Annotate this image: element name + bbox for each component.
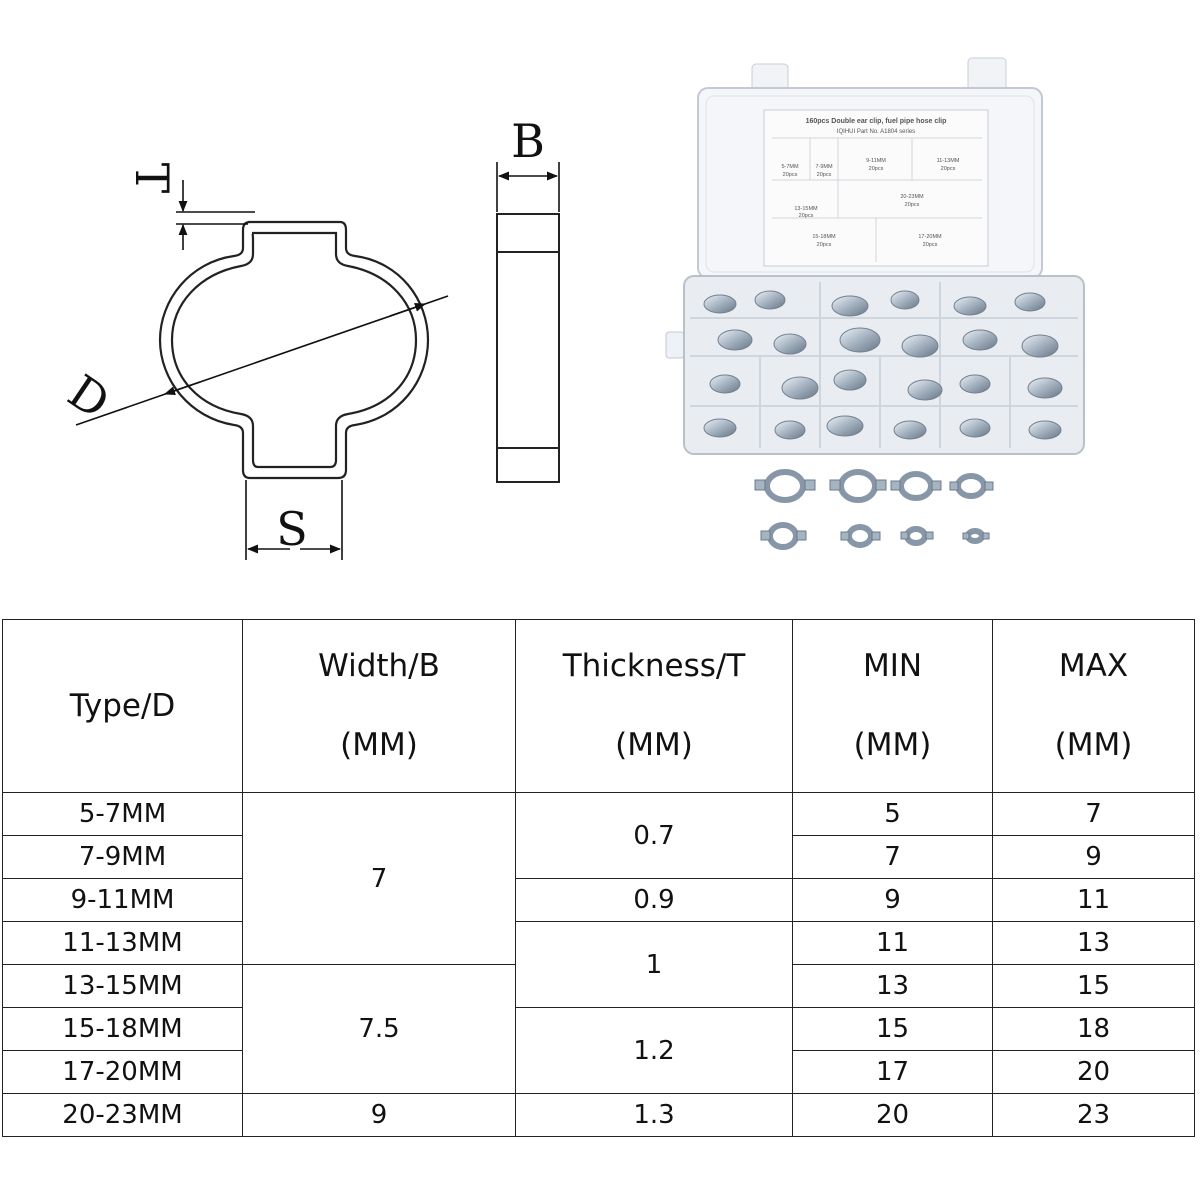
cell-min: 9: [792, 878, 993, 922]
cell-max: 9: [992, 835, 1195, 879]
cell-max: 23: [992, 1093, 1195, 1137]
header-type: Type/D: [2, 619, 243, 793]
box-label-title: 160pcs Double ear clip, fuel pipe hose c…: [806, 118, 947, 125]
header-thickness: Thickness/T(MM): [515, 619, 793, 793]
cell-type: 13-15MM: [2, 964, 243, 1008]
clamp-outline: [158, 220, 430, 480]
cell-min: 13: [792, 964, 993, 1008]
cell-min: 11: [792, 921, 993, 965]
thickness-label: T: [125, 163, 179, 194]
width-dimension: [496, 162, 560, 212]
cell-thickness: 0.9: [515, 878, 793, 922]
cell-max: 15: [992, 964, 1195, 1008]
header-width: Width/B(MM): [242, 619, 516, 793]
table-row: 20-23MM 9 1.3 20 23: [2, 1093, 1195, 1137]
box-compartment-qty: 20pcs: [923, 242, 938, 248]
clamp-side-view: [496, 213, 560, 483]
cell-min: 5: [792, 792, 993, 836]
cell-max: 7: [992, 792, 1195, 836]
table-row: 7-9MM 7 9: [2, 835, 1195, 879]
table-row: 17-20MM 17 20: [2, 1050, 1195, 1094]
box-compartment-qty: 20pcs: [941, 166, 956, 172]
cell-thickness: 1.2: [515, 1007, 793, 1094]
diameter-label: D: [59, 364, 120, 429]
box-compartment-qty: 20pcs: [905, 202, 920, 208]
width-label: B: [511, 114, 545, 168]
cell-thickness: 0.7: [515, 792, 793, 879]
box-compartment-qty: 20pcs: [783, 172, 798, 178]
table-header-row: Type/D Width/B(MM) Thickness/T(MM) MIN(M…: [2, 619, 1195, 793]
thickness-dimension: [176, 180, 255, 250]
cell-thickness: 1.3: [515, 1093, 793, 1137]
cell-width: 7: [242, 792, 516, 965]
diameter-dimension: [75, 295, 449, 426]
box-compartment-qty: 20pcs: [869, 166, 884, 172]
box-compartment-size: 17-20MM: [918, 234, 942, 240]
cell-type: 17-20MM: [2, 1050, 243, 1094]
cell-min: 20: [792, 1093, 993, 1137]
cell-type: 9-11MM: [2, 878, 243, 922]
table-row: 13-15MM 7.5 13 15: [2, 964, 1195, 1094]
size-spec-table: Type/D Width/B(MM) Thickness/T(MM) MIN(M…: [2, 619, 1195, 1137]
table-row: 11-13MM 1 11 13: [2, 921, 1195, 1008]
box-label-subtitle: IQIHUI Part No. A1804 series: [837, 129, 915, 135]
cell-min: 17: [792, 1050, 993, 1094]
cell-max: 11: [992, 878, 1195, 922]
cell-type: 7-9MM: [2, 835, 243, 879]
cell-min: 7: [792, 835, 993, 879]
box-compartment-size: 9-11MM: [866, 158, 886, 164]
table-row: 5-7MM 7 0.7 5 7: [2, 792, 1195, 965]
clamp-diagram: T D S B 160pcs Double ear clip, fuel pip…: [59, 57, 1085, 560]
cell-min: 15: [792, 1007, 993, 1051]
cell-max: 20: [992, 1050, 1195, 1094]
cell-max: 18: [992, 1007, 1195, 1051]
box-compartment-size: 5-7MM: [781, 164, 799, 170]
box-compartment-size: 15-18MM: [812, 234, 836, 240]
cell-width: 7.5: [242, 964, 516, 1094]
box-compartment-size: 20-23MM: [900, 194, 924, 200]
box-compartment-size: 7-9MM: [815, 164, 833, 170]
box-compartment-size: 13-15MM: [794, 206, 818, 212]
cell-type: 15-18MM: [2, 1007, 243, 1051]
box-compartment-size: 11-13MM: [937, 158, 960, 164]
cell-type: 5-7MM: [2, 792, 243, 836]
span-dimension: [245, 480, 343, 560]
cell-max: 13: [992, 921, 1195, 965]
cell-thickness: 1: [515, 921, 793, 1008]
loose-clamps: [754, 469, 994, 550]
product-box: 160pcs Double ear clip, fuel pipe hose c…: [665, 57, 1085, 455]
box-compartment-qty: 20pcs: [799, 213, 814, 219]
box-compartment-qty: 20pcs: [817, 172, 832, 178]
cell-type: 11-13MM: [2, 921, 243, 965]
header-max: MAX(MM): [992, 619, 1195, 793]
cell-width: 9: [242, 1093, 516, 1137]
table-row: 9-11MM 0.9 9 11: [2, 878, 1195, 922]
table-row: 15-18MM 1.2 15 18: [2, 1007, 1195, 1094]
header-min: MIN(MM): [792, 619, 993, 793]
span-label: S: [276, 502, 308, 556]
cell-type: 20-23MM: [2, 1093, 243, 1137]
box-compartment-qty: 20pcs: [817, 242, 832, 248]
